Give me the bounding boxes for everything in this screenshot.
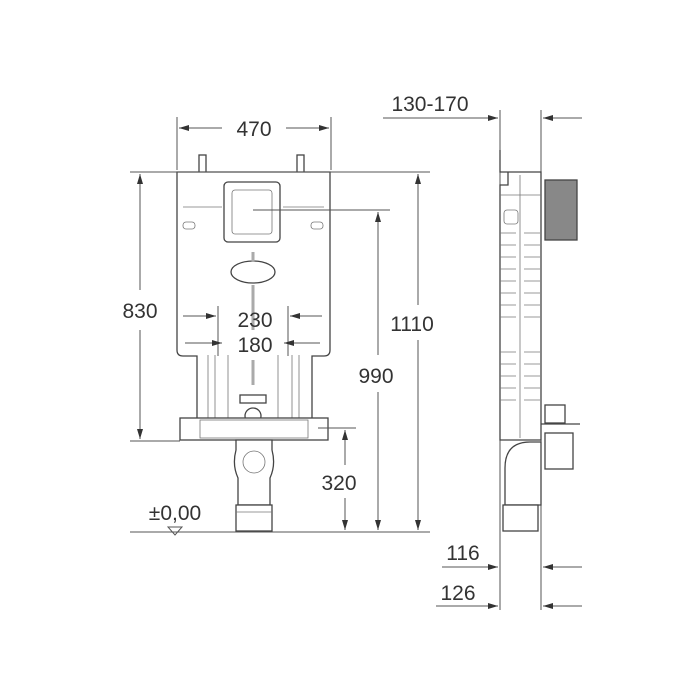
dim-depth-range: 130-170 [391, 93, 468, 116]
floor-level-symbol [166, 526, 184, 536]
dim-frame-height: 830 [122, 300, 157, 323]
front-dimensions: 470 830 1110 990 320 230 180 ±0,00 [122, 117, 434, 536]
dim-flush-height: 990 [358, 365, 393, 388]
dim-depth-116: 116 [446, 542, 479, 565]
side-dimensions: 130-170 116 126 [383, 93, 582, 609]
side-view [499, 110, 580, 610]
dim-total-height: 1110 [390, 313, 434, 336]
floor-level-label: ±0,00 [149, 502, 201, 525]
dim-width: 470 [236, 118, 271, 141]
front-view [176, 154, 331, 532]
dim-depth-126: 126 [440, 582, 475, 605]
dim-outlet-height: 320 [321, 472, 356, 495]
dim-interval-outer: 230 [237, 309, 272, 332]
grohe-logo [230, 260, 276, 284]
dim-interval-inner: 180 [237, 334, 272, 357]
cistern-box [544, 179, 578, 241]
